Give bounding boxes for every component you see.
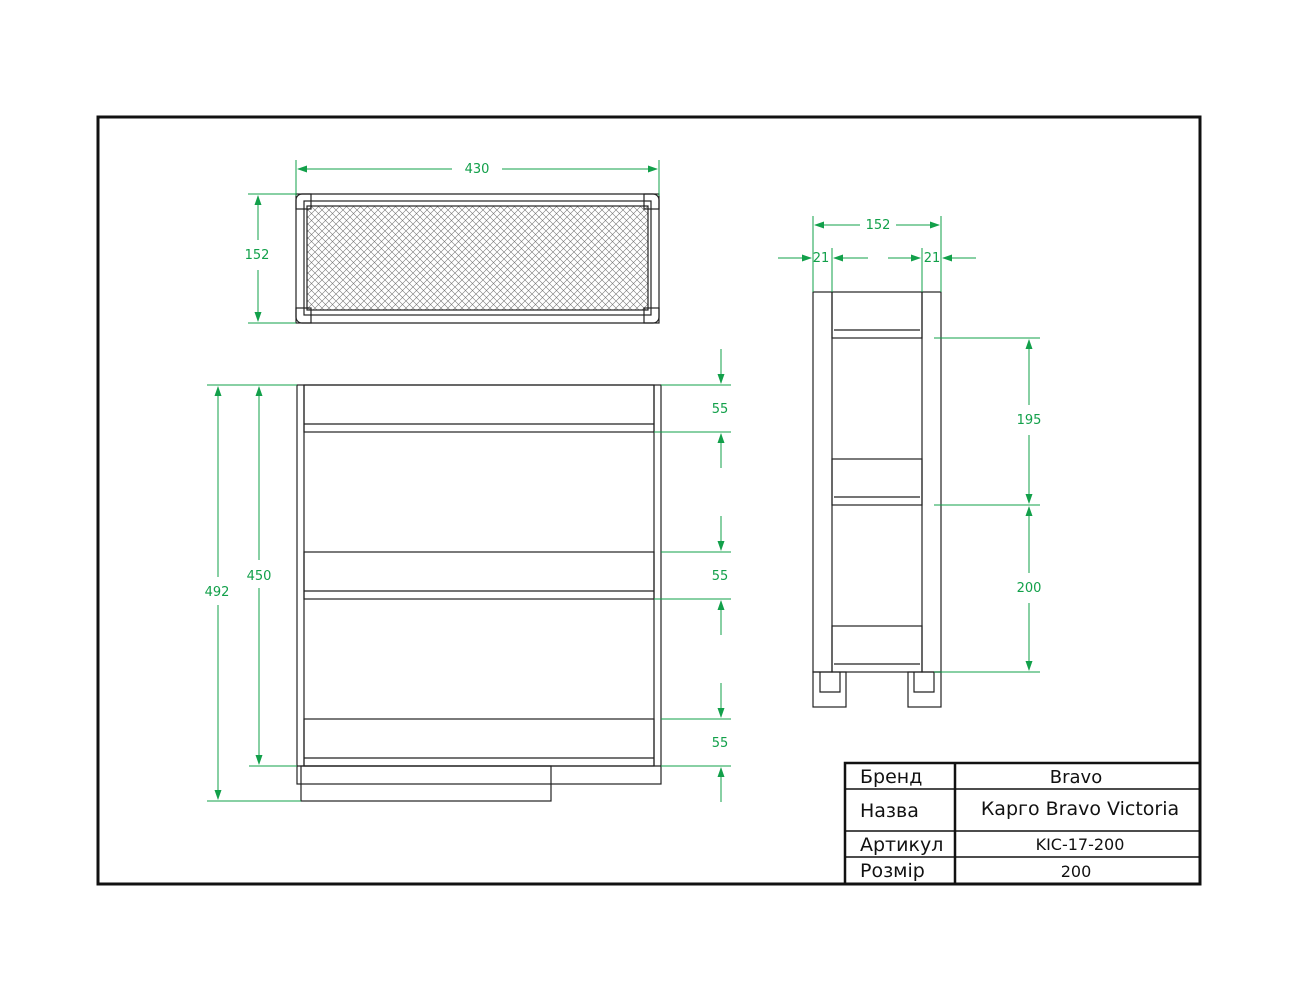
front-view: [296, 384, 662, 802]
shelf-gap-3-label: 55: [712, 736, 729, 751]
corner-post: [295, 193, 312, 210]
title-block-article-value: KIC-17-200: [1036, 835, 1125, 854]
side-shelf-middle: [831, 458, 923, 506]
top-view-width-label: 430: [465, 162, 490, 177]
top-view-inner: [303, 200, 652, 316]
front-shelf-top: [303, 384, 655, 433]
side-upper-spacing-label: 195: [1017, 413, 1042, 428]
side-right-post: [921, 291, 942, 673]
side-right-post-label: 21: [924, 251, 941, 266]
shelf-gap-1-label: 55: [712, 402, 729, 417]
top-view-mesh: [306, 205, 649, 311]
top-view-dimensions: [248, 160, 660, 324]
side-left-post: [812, 291, 833, 673]
corner-post: [643, 307, 660, 324]
title-block-name-value: Карго Bravo Victoria: [981, 798, 1179, 820]
drawing-frame: [96, 115, 1202, 886]
top-view-outline: [295, 193, 660, 324]
side-foot-right: [907, 671, 942, 708]
front-base-rail: [300, 765, 552, 802]
side-lower-spacing-label: 200: [1017, 581, 1042, 596]
title-block-size-label: Розмір: [860, 860, 925, 882]
side-width-label: 152: [866, 218, 891, 233]
title-block-brand-value: Bravo: [1050, 767, 1102, 788]
side-view: [812, 291, 942, 708]
side-left-post-label: 21: [813, 251, 830, 266]
front-view-dimensions: [207, 349, 731, 802]
corner-post: [295, 307, 312, 324]
shelf-gap-2-label: 55: [712, 569, 729, 584]
front-shelf-bottom: [303, 718, 655, 767]
title-block: [843, 761, 1202, 886]
title-block-article-label: Артикул: [860, 834, 943, 856]
title-block-size-value: 200: [1061, 862, 1092, 881]
side-view-dimensions: [778, 216, 1040, 673]
corner-post: [643, 193, 660, 210]
top-view-depth-label: 152: [245, 248, 270, 263]
title-block-brand-label: Бренд: [860, 766, 922, 788]
front-view-frame: [296, 384, 662, 785]
side-shelf-bottom: [831, 625, 923, 673]
front-shelf-middle: [303, 551, 655, 600]
front-overall-height-label: 492: [205, 585, 230, 600]
top-view: [295, 193, 660, 324]
title-block-name-label: Назва: [860, 800, 919, 822]
side-foot-left: [812, 671, 847, 708]
front-inner-height-label: 450: [247, 569, 272, 584]
side-shelf-top: [831, 291, 923, 339]
